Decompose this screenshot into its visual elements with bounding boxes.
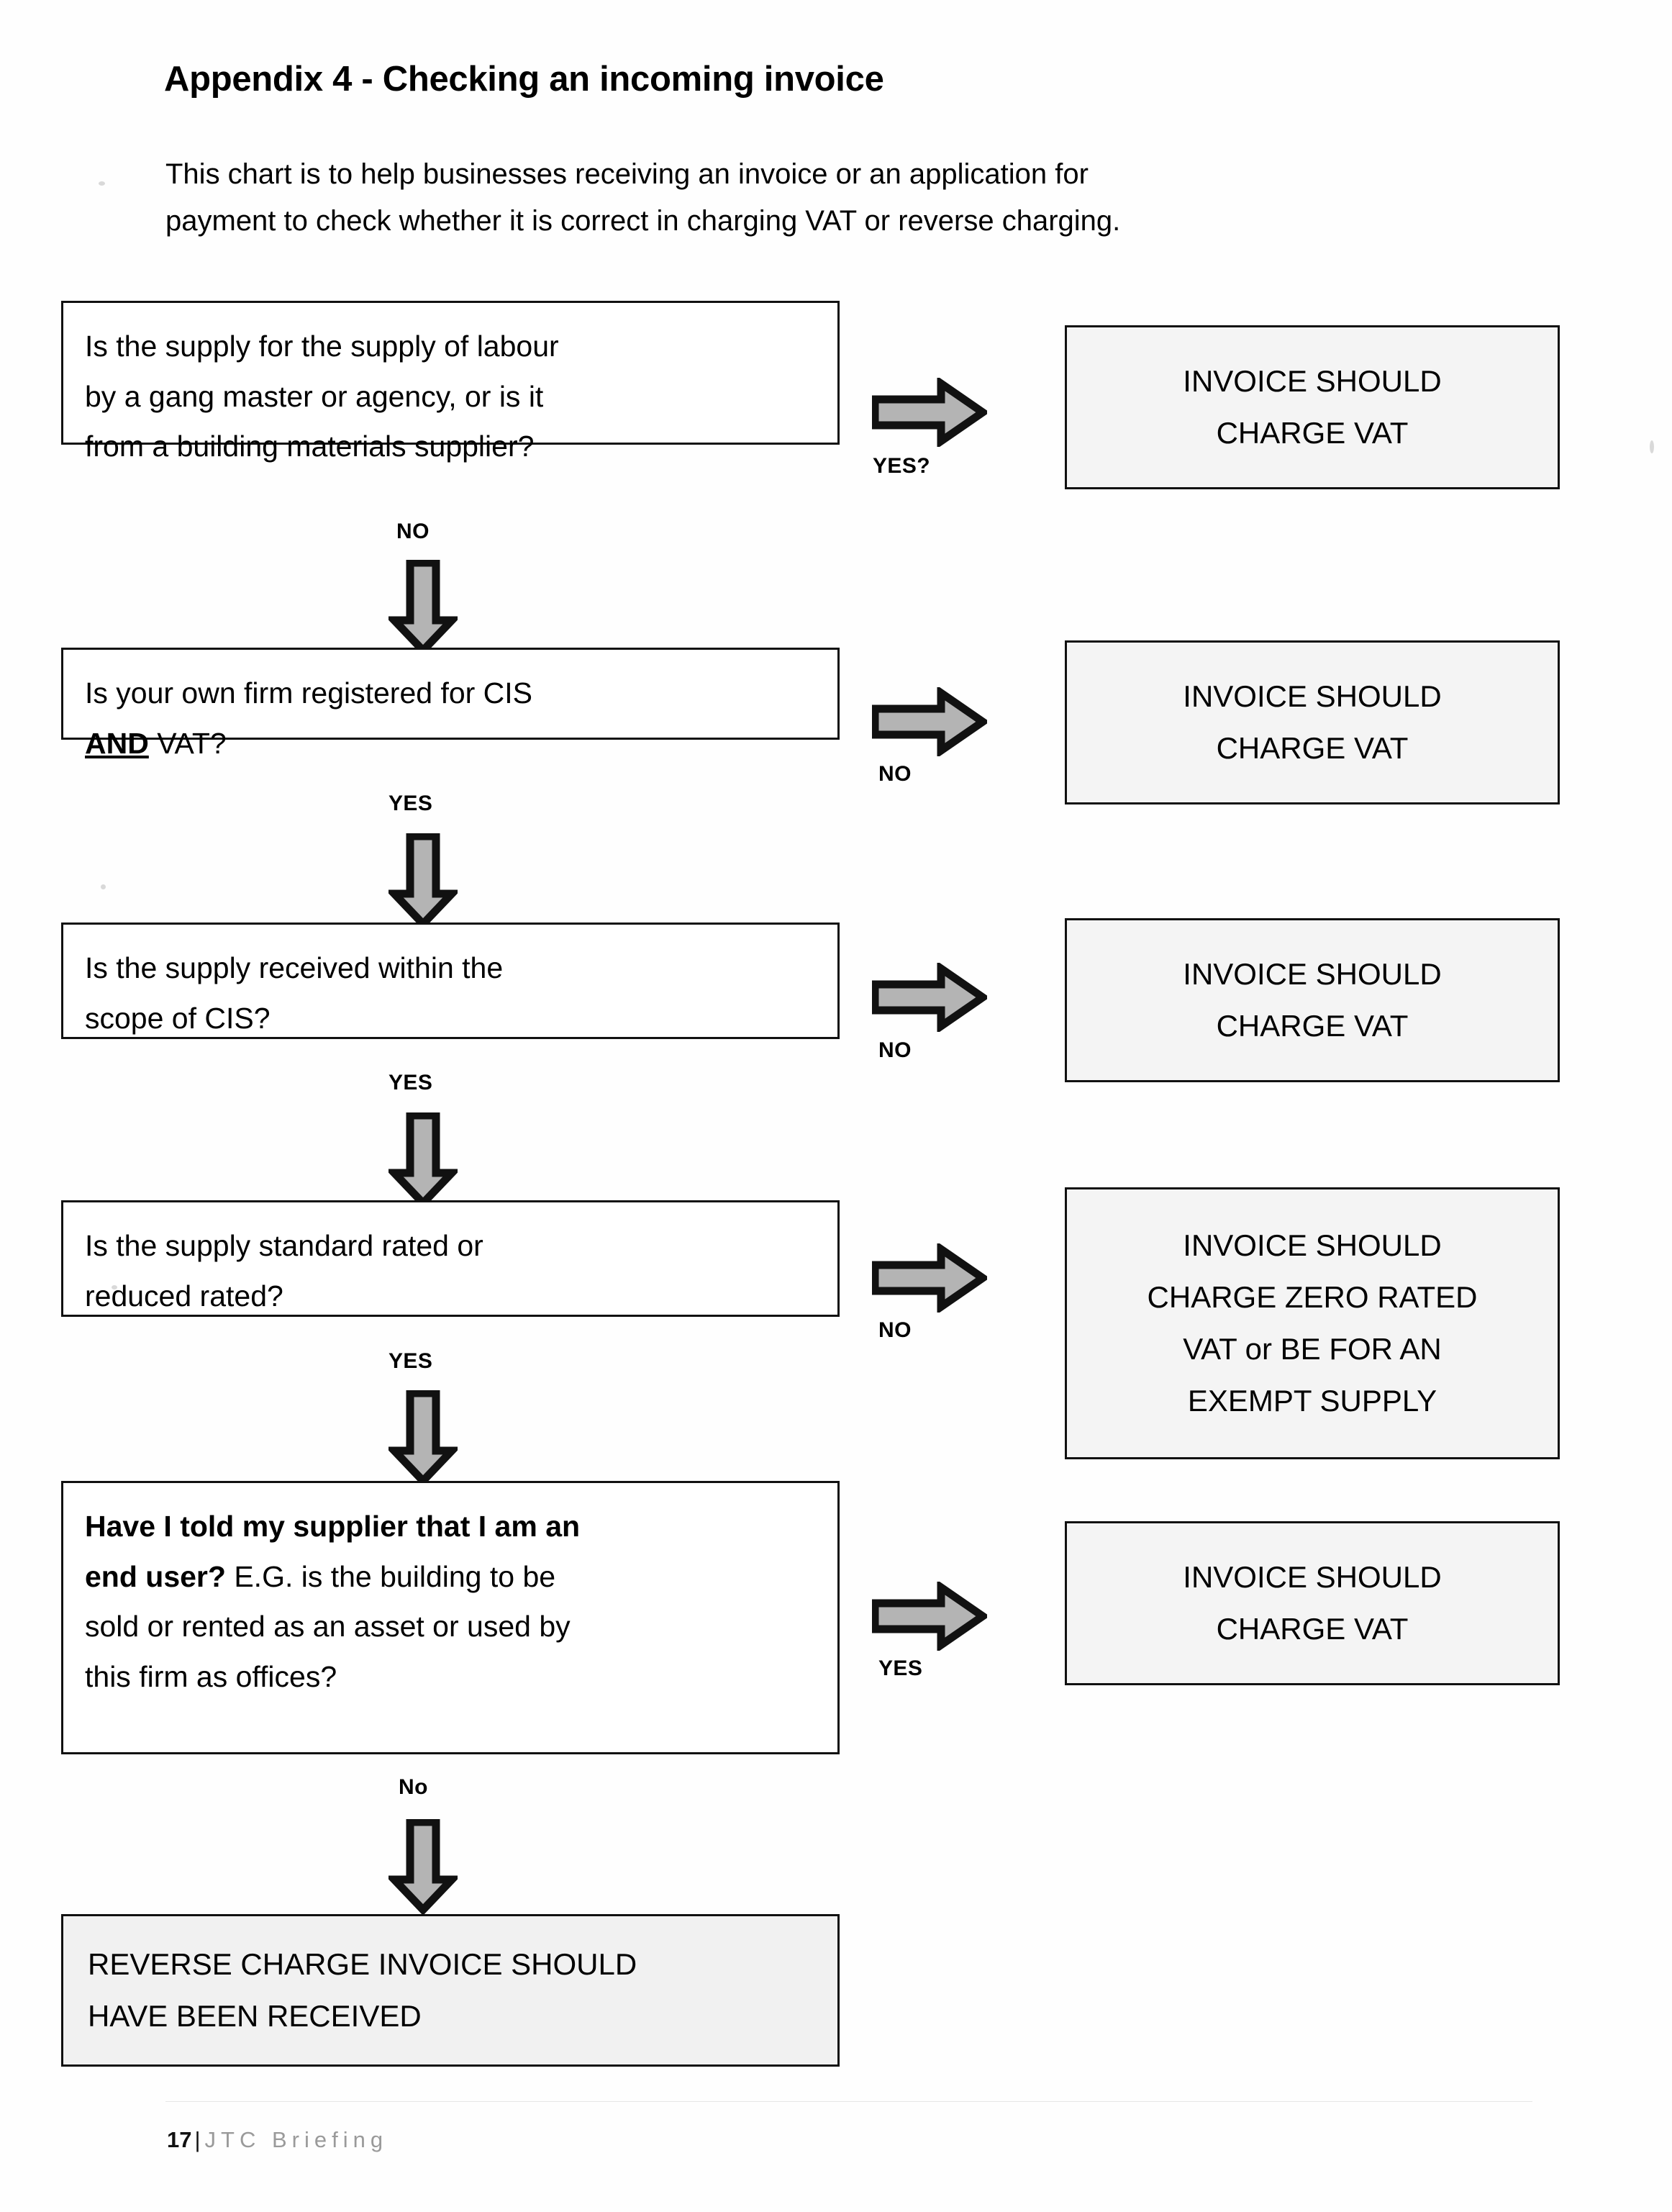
question-5-rest-1: E.G. is the building to be	[225, 1559, 556, 1593]
question-4-line-2: reduced rated?	[85, 1279, 283, 1313]
arrow-down-3	[389, 1112, 458, 1207]
arrow-right-3	[872, 963, 987, 1032]
outcome-box-4: INVOICE SHOULD CHARGE ZERO RATED VAT or …	[1065, 1187, 1560, 1459]
outcome-box-3: INVOICE SHOULD CHARGE VAT	[1065, 918, 1560, 1082]
question-5-line-1: Have I told my supplier that I am an	[85, 1502, 816, 1552]
question-1-line-1: Is the supply for the supply of labour	[85, 330, 559, 363]
outcome-4-line-4: EXEMPT SUPPLY	[1187, 1384, 1437, 1418]
arrow-right-4	[872, 1243, 987, 1313]
question-5-line-2: end user? E.G. is the building to be	[85, 1552, 816, 1603]
edge-label-yes-2: YES	[389, 792, 433, 815]
question-3-line-2: scope of CIS?	[85, 1001, 271, 1035]
arrow-down-1	[389, 560, 458, 655]
edge-label-no-2: NO	[878, 762, 912, 786]
outcome-2-line-1: INVOICE SHOULD	[1183, 679, 1442, 713]
footer-divider	[165, 2101, 1532, 2102]
final-result-line-1: REVERSE CHARGE INVOICE SHOULD	[88, 1946, 637, 1981]
outcome-5-line-2: CHARGE VAT	[1216, 1612, 1409, 1646]
arrow-right-2	[872, 687, 987, 756]
question-2-line-2: AND VAT?	[85, 719, 816, 769]
outcome-1-line-2: CHARGE VAT	[1216, 416, 1409, 450]
edge-label-yes-4: YES	[389, 1349, 433, 1373]
arrow-right-1	[872, 378, 987, 447]
question-4-line-1: Is the supply standard rated or	[85, 1229, 483, 1262]
intro-paragraph: This chart is to help businesses receivi…	[165, 151, 1468, 245]
footer-page-number: 17	[167, 2127, 192, 2152]
question-1-line-3: from a building materials supplier?	[85, 430, 535, 463]
question-5-bold-part-2: end user?	[85, 1559, 226, 1593]
footer: 17|JTC Briefing	[167, 2127, 388, 2153]
edge-label-yes-3: YES	[389, 1071, 433, 1094]
outcome-box-1: INVOICE SHOULD CHARGE VAT	[1065, 325, 1560, 489]
edge-label-no-4: NO	[878, 1318, 912, 1342]
question-box-1: Is the supply for the supply of labour b…	[61, 301, 840, 463]
question-3-line-1: Is the supply received within the	[85, 951, 504, 984]
arrow-down-5	[389, 1819, 458, 1914]
outcome-4-line-2: CHARGE ZERO RATED	[1147, 1279, 1478, 1314]
edge-label-yes-1: YES?	[873, 454, 930, 478]
final-result-box: REVERSE CHARGE INVOICE SHOULD HAVE BEEN …	[61, 1914, 840, 2067]
intro-line-1: This chart is to help businesses receivi…	[165, 158, 1089, 190]
scan-speck	[99, 181, 105, 186]
edge-label-no-1: NO	[396, 520, 430, 543]
final-result-line-2: HAVE BEEN RECEIVED	[88, 1999, 422, 2033]
arrow-down-4	[389, 1390, 458, 1485]
question-2-line-1: Is your own firm registered for CIS	[85, 676, 533, 710]
outcome-4-line-1: INVOICE SHOULD	[1183, 1228, 1442, 1262]
question-box-2: Is your own firm registered for CIS AND …	[61, 648, 840, 760]
question-1-line-2: by a gang master or agency, or is it	[85, 379, 544, 413]
outcome-box-5: INVOICE SHOULD CHARGE VAT	[1065, 1521, 1560, 1685]
scan-speck	[112, 1285, 117, 1289]
question-5-line-3: sold or rented as an asset or used by	[85, 1610, 571, 1644]
edge-label-yes-5: YES	[878, 1656, 923, 1680]
outcome-4-line-3: VAT or BE FOR AN	[1183, 1332, 1442, 1366]
question-2-and-emphasis: AND	[85, 726, 149, 760]
arrow-right-5	[872, 1582, 987, 1651]
outcome-2-line-2: CHARGE VAT	[1216, 731, 1409, 765]
question-box-4: Is the supply standard rated or reduced …	[61, 1200, 840, 1317]
question-box-3: Is the supply received within the scope …	[61, 923, 840, 1039]
outcome-box-2: INVOICE SHOULD CHARGE VAT	[1065, 640, 1560, 804]
footer-publication-name: JTC Briefing	[204, 2127, 389, 2152]
question-2-line-2-rest: VAT?	[148, 726, 227, 760]
question-box-5: Have I told my supplier that I am an end…	[61, 1481, 840, 1754]
intro-line-2: payment to check whether it is correct i…	[165, 204, 1121, 237]
outcome-3-line-2: CHARGE VAT	[1216, 1009, 1409, 1043]
page-title: Appendix 4 - Checking an incoming invoic…	[164, 60, 884, 99]
question-5-bold-part-1: Have I told my supplier that I am an	[85, 1510, 581, 1543]
outcome-3-line-1: INVOICE SHOULD	[1183, 956, 1442, 991]
scan-speck	[101, 884, 106, 889]
footer-separator: |	[194, 2127, 201, 2152]
edge-label-no-5: No	[399, 1775, 428, 1799]
outcome-5-line-1: INVOICE SHOULD	[1183, 1559, 1442, 1594]
edge-label-no-3: NO	[878, 1038, 912, 1062]
outcome-1-line-1: INVOICE SHOULD	[1183, 363, 1442, 398]
question-5-line-4: this firm as offices?	[85, 1660, 337, 1694]
arrow-down-2	[389, 833, 458, 928]
scan-speck	[1650, 440, 1654, 453]
